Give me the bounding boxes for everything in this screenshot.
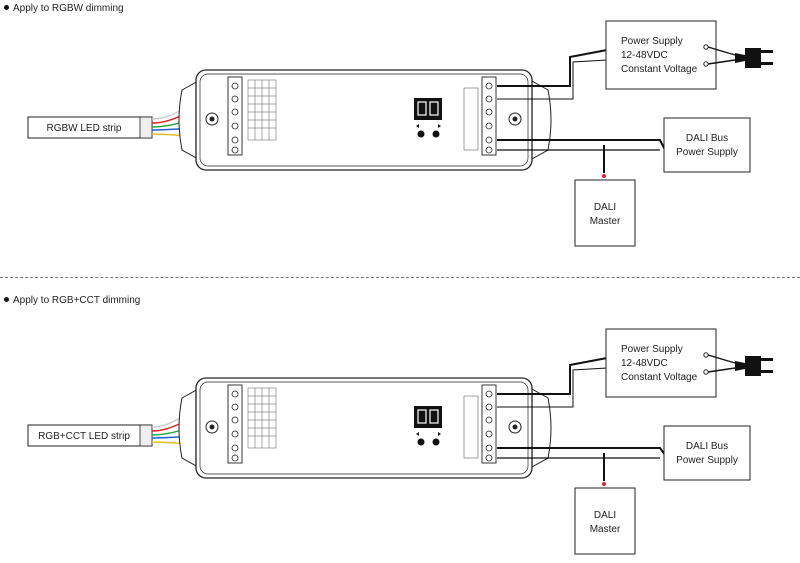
dali-bus-power-supply: DALI Bus Power Supply (663, 425, 751, 481)
led-strip: RGB+CCT LED strip (27, 424, 153, 447)
svg-text:Power Supply: Power Supply (676, 455, 738, 466)
svg-text:Constant Voltage: Constant Voltage (621, 64, 698, 75)
wiring-diagram-rgbw: RGBW LED strip (27, 20, 773, 247)
caption-rgbw: Apply to RGBW dimming (4, 3, 124, 14)
diagram-rgbw: Apply to RGBW dimming RGBW LED strip (0, 0, 800, 277)
dali-bus-power-supply: DALI Bus Power Supply (663, 117, 751, 173)
dali-master: DALI Master (574, 179, 636, 247)
led-strip-label: RGBW LED strip (46, 123, 121, 134)
svg-text:Power Supply: Power Supply (676, 147, 738, 158)
svg-text:Constant Voltage: Constant Voltage (621, 372, 698, 383)
controller (178, 377, 552, 479)
svg-text:Master: Master (590, 524, 621, 535)
caption-rgbcct: Apply to RGB+CCT dimming (4, 295, 140, 306)
svg-text:DALI: DALI (594, 510, 616, 521)
power-plug-icon (707, 46, 773, 68)
svg-text:DALI: DALI (594, 202, 616, 213)
power-wires (497, 49, 666, 173)
bullet-icon (4, 4, 9, 10)
section-divider (0, 277, 800, 278)
led-strip-label: RGB+CCT LED strip (38, 431, 130, 442)
diagram-rgbcct: Apply to RGB+CCT dimming RGB+CCT LED str… (0, 290, 800, 563)
power-supply: Power Supply 12-48VDC Constant Voltage (605, 328, 717, 398)
svg-text:DALI Bus: DALI Bus (686, 133, 728, 144)
bullet-icon (4, 296, 9, 302)
controller (178, 69, 552, 171)
power-supply: Power Supply 12-48VDC Constant Voltage (605, 20, 717, 90)
power-wires (497, 357, 666, 481)
svg-text:12-48VDC: 12-48VDC (621, 50, 668, 61)
svg-text:Master: Master (590, 216, 621, 227)
svg-text:Power Supply: Power Supply (621, 36, 683, 47)
power-plug-icon (707, 354, 773, 376)
wiring-diagram-rgbcct: RGB+CCT LED strip (27, 328, 773, 555)
svg-text:Power Supply: Power Supply (621, 344, 683, 355)
svg-text:12-48VDC: 12-48VDC (621, 358, 668, 369)
dali-master: DALI Master (574, 487, 636, 555)
svg-text:DALI Bus: DALI Bus (686, 441, 728, 452)
led-strip: RGBW LED strip (27, 116, 153, 139)
